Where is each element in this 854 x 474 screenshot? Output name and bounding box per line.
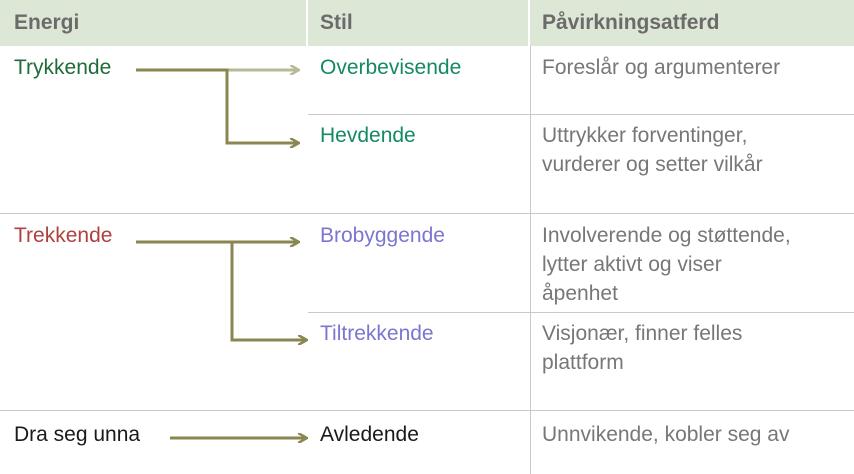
style-brobyggende: Brobyggende: [320, 224, 445, 247]
group-divider: [0, 410, 854, 411]
style-tiltrekkende: Tiltrekkende: [320, 322, 434, 345]
behavior-avledende: Unnvikende, kobler seg av: [542, 420, 789, 449]
arrow-trykkende-hevdende: [136, 68, 298, 143]
behavior-line: vurderer og setter vilkår: [542, 153, 763, 176]
behavior-brobyggende: Involverende og støttende, lytter aktivt…: [542, 221, 791, 308]
header-behavior-cell: [530, 0, 854, 46]
behavior-hevdende: Uttrykker forventinger, vurderer og sett…: [542, 121, 763, 179]
behavior-line: Unnvikende, kobler seg av: [542, 423, 790, 446]
behavior-line: plattform: [542, 351, 624, 374]
behavior-line: Foreslår og argumenterer: [542, 56, 781, 79]
behavior-line: åpenhet: [542, 282, 618, 305]
behavior-overbevisende: Foreslår og argumenterer: [542, 53, 780, 82]
style-hevdende: Hevdende: [320, 124, 416, 147]
column-divider: [530, 46, 531, 474]
row-divider: [308, 114, 854, 115]
style-overbevisende: Overbevisende: [320, 56, 462, 79]
row-divider: [308, 312, 854, 313]
energy-trykkende: Trykkende: [14, 56, 112, 79]
behavior-tiltrekkende: Visjonær, finner felles plattform: [542, 319, 742, 377]
header-energy: Energi: [14, 11, 80, 34]
header-style: Stil: [320, 11, 353, 34]
header-energy-cell: [0, 0, 306, 46]
energy-dra-seg-unna: Dra seg unna: [14, 423, 141, 446]
behavior-line: Uttrykker forventinger,: [542, 124, 748, 147]
header-behavior: Påvirkningsatferd: [542, 11, 720, 34]
group-divider: [0, 213, 854, 214]
energy-trekkende: Trekkende: [14, 224, 113, 247]
behavior-line: Visjonær, finner felles: [542, 322, 743, 345]
header-style-cell: [308, 0, 528, 46]
behavior-line: lytter aktivt og viser: [542, 253, 722, 276]
behavior-line: Involverende og støttende,: [542, 224, 791, 247]
style-avledende: Avledende: [320, 423, 419, 446]
arrow-trekkende-tiltrekkende: [136, 240, 306, 340]
